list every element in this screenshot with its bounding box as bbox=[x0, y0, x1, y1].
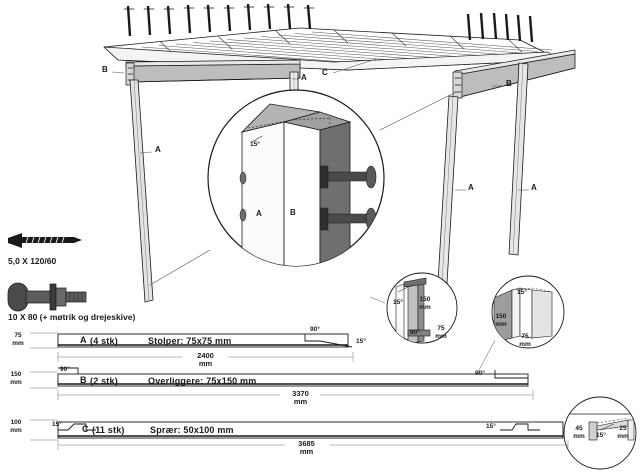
part-b-angle-90-left: 90° bbox=[60, 366, 70, 373]
hardware-label-bolt: 10 X 80 (+ møtrik og drejeskive) bbox=[8, 312, 136, 322]
screw-markers bbox=[126, 3, 534, 43]
part-c-angle-15-right: 15° bbox=[486, 423, 496, 430]
part-a-length-unit: mm bbox=[198, 359, 213, 368]
detail1-dim-150-unit: mm bbox=[419, 304, 431, 311]
beam-left-B bbox=[125, 59, 301, 83]
part-b-height-value: 150 bbox=[10, 371, 22, 378]
detail3-dim-45-unit: mm bbox=[573, 433, 585, 440]
part-c-description: Sprær: 50x100 mm bbox=[150, 425, 234, 435]
detail2-dim-75-unit: mm bbox=[519, 341, 531, 348]
post-right-1-A bbox=[436, 95, 459, 301]
assembly-label-post-left-far: A bbox=[155, 145, 161, 154]
part-a-description: Stolper: 75x75 mm bbox=[148, 336, 232, 346]
hardware-label-screw: 5,0 X 120/60 bbox=[8, 256, 57, 266]
detail2-angle-15: 15° bbox=[517, 289, 527, 296]
assembly-label-rafter-c: C bbox=[322, 68, 328, 77]
detail-circle-beam-bevel bbox=[477, 275, 565, 373]
part-row-B bbox=[30, 367, 534, 400]
detail1-angle-15: 15° bbox=[393, 299, 403, 306]
part-b-length-value: 3370 bbox=[292, 389, 309, 398]
part-c-height-unit: mm bbox=[10, 427, 22, 434]
part-b-angle-90-right: 90° bbox=[475, 370, 485, 377]
roof-rafter-deck bbox=[103, 27, 561, 71]
part-a-length-value: 2400 bbox=[197, 351, 214, 360]
part-c-length-unit: mm bbox=[299, 447, 314, 456]
part-b-description: Overliggere: 75x150 mm bbox=[148, 376, 257, 386]
detail-main-label-a: A bbox=[256, 209, 262, 218]
part-c-qty: (11 stk) bbox=[92, 425, 125, 435]
part-a-height-value: 75 bbox=[14, 332, 22, 339]
part-a-height-unit: mm bbox=[12, 340, 24, 347]
beam-right-B bbox=[454, 49, 576, 98]
detail1-angle-90: 90° bbox=[410, 329, 420, 336]
detail-circle-main bbox=[207, 89, 385, 267]
part-b-qty: (2 stk) bbox=[90, 376, 118, 386]
assembly-label-post-right-1: A bbox=[468, 183, 474, 192]
detail-circle-rafter-notch bbox=[545, 396, 637, 470]
post-left-A bbox=[129, 79, 154, 303]
part-c-letter: C bbox=[82, 424, 89, 434]
bolt-icon bbox=[7, 282, 87, 312]
parts-list bbox=[30, 332, 569, 450]
part-c-length-value: 3685 bbox=[298, 439, 315, 448]
part-b-letter: B bbox=[80, 375, 87, 385]
detail-circle-beam-notch bbox=[369, 272, 458, 344]
detail-main-label-b: B bbox=[290, 208, 296, 217]
assembly-label-post-right-2: A bbox=[531, 183, 537, 192]
part-a-qty: (4 stk) bbox=[90, 336, 118, 346]
screw-icon bbox=[8, 233, 82, 248]
part-c-angle-15-left: 15° bbox=[52, 421, 62, 428]
bolt-upper bbox=[319, 165, 377, 189]
detail2-dim-150-value: 150 bbox=[495, 313, 507, 320]
part-row-C bbox=[30, 419, 569, 450]
part-a-angle-15: 15° bbox=[356, 338, 366, 345]
detail1-dim-150-value: 150 bbox=[419, 296, 431, 303]
detail3-dim-45-value: 45 bbox=[575, 425, 583, 432]
detail3-dim-25-unit: mm bbox=[617, 433, 629, 440]
part-b-length-unit: mm bbox=[293, 397, 308, 406]
assembly-leader-lines bbox=[111, 58, 529, 191]
hardware-icons bbox=[7, 233, 87, 312]
assembly-label-beam-right: B bbox=[506, 79, 512, 88]
assembly-label-post-center: A bbox=[301, 73, 307, 82]
detail2-dim-75-value: 75 bbox=[521, 333, 529, 340]
part-a-angle-90: 90° bbox=[310, 326, 320, 333]
detail-main-angle-label: 15° bbox=[250, 141, 260, 148]
part-c-height-value: 100 bbox=[10, 419, 22, 426]
part-row-A bbox=[30, 332, 354, 362]
assembly-label-beam-left: B bbox=[102, 65, 108, 74]
detail3-angle-15: 15° bbox=[596, 432, 606, 439]
detail3-dim-25-value: 25 bbox=[619, 425, 627, 432]
detail1-dim-75-unit: mm bbox=[435, 333, 447, 340]
part-a-letter: A bbox=[80, 335, 87, 345]
detail2-dim-150-unit: mm bbox=[495, 321, 507, 328]
beam-right-bracket bbox=[452, 71, 463, 99]
detail1-dim-75-value: 75 bbox=[437, 325, 445, 332]
post-right-2-A bbox=[508, 62, 529, 256]
part-b-height-unit: mm bbox=[10, 379, 22, 386]
